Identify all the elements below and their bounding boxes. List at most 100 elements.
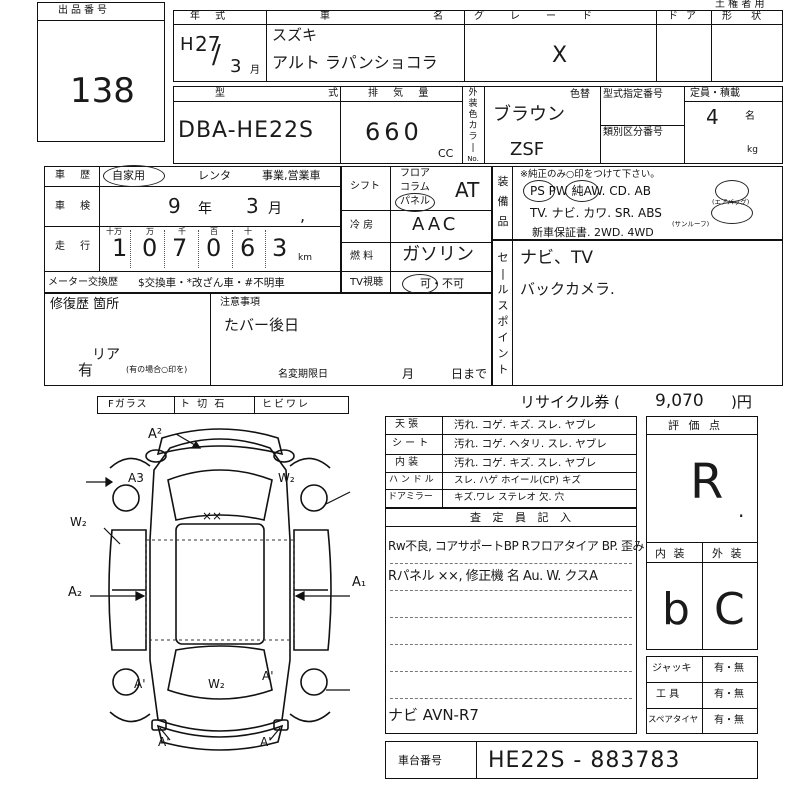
sales-point-label: セ|ルスポイント — [497, 251, 509, 376]
lot-box — [37, 2, 165, 142]
interior-ceiling-options: 汚れ. コゲ. キズ. スレ. ヤブレ — [454, 419, 597, 431]
repair-value: 有 — [78, 361, 94, 379]
chassis-value: HE22S - 883783 — [488, 748, 681, 773]
score-dot: . — [738, 498, 745, 522]
name-change-day: 日まで — [451, 367, 488, 381]
mark-w2-rear: W₂ — [208, 677, 225, 691]
shift-column: コラム — [400, 182, 430, 193]
mileage-digit-5: 6 — [240, 234, 256, 262]
ac-label: 冷 房 — [350, 220, 374, 231]
inspection-year-value: 9 — [168, 194, 181, 218]
mark-w2-front: W₂ — [278, 471, 295, 485]
mileage-digit-2: 0 — [142, 234, 158, 262]
mark-a1-rear-right: A' — [262, 669, 274, 683]
door-label: ドア — [668, 11, 704, 22]
inspection-month-unit: 月 — [268, 201, 282, 217]
year-label: 年 式 — [190, 11, 232, 22]
shift-label: シフト — [350, 181, 380, 192]
ps-circle — [523, 180, 555, 202]
month-unit: 月 — [250, 65, 260, 76]
recycle-label: リサイクル券 ( — [520, 393, 620, 411]
month-value: 3 — [230, 56, 242, 77]
jack-options: 有・無 — [714, 663, 744, 674]
color-change-label: 色替 — [570, 89, 590, 100]
chassis-label: 車台番号 — [398, 754, 442, 767]
glass-crack: ヒビワレ — [262, 399, 310, 410]
mileage-unit-1k: 千 — [178, 227, 186, 236]
color-value: ブラウン — [493, 104, 565, 125]
notes-label: 注意事項 — [220, 297, 260, 308]
jack-label: ジャッキ — [652, 663, 692, 674]
mileage-unit-km: km — [298, 253, 312, 263]
year-era: H — [180, 34, 194, 55]
inspection-label: 車 検 — [55, 201, 97, 212]
inspector-label: 査 定 員 記 入 — [470, 511, 575, 524]
tools-label: 工 具 — [656, 689, 680, 700]
capacity-value: 4 — [706, 105, 719, 129]
shift-panel-circle — [395, 193, 435, 212]
shift-floor: フロア — [400, 168, 430, 179]
inspection-mark: , — [300, 206, 306, 225]
exterior-score-value: C — [714, 584, 745, 635]
repair-note: (有の場合○印を) — [126, 365, 188, 374]
displacement-value: 660 — [365, 118, 423, 146]
equipment-line3: 新車保証書. 2WD. 4WD — [532, 226, 654, 239]
shift-value: AT — [455, 178, 480, 202]
glass-f: Fガラス — [108, 399, 148, 410]
owner-copy-label: 土 権 者 用 — [715, 0, 765, 10]
color-code-value: ZSF — [510, 139, 545, 160]
tv-options: 可・不可 — [420, 277, 464, 290]
history-rental: レンタ — [198, 169, 231, 182]
vehicle-info-box — [44, 166, 342, 293]
interior-trim-label: 内 装 — [395, 457, 419, 468]
inspection-year-unit: 年 — [198, 201, 212, 217]
type-designation-label: 型式指定番号 — [603, 89, 663, 100]
fuel-value: ガソリン — [402, 244, 474, 265]
mileage-digit-6: 3 — [272, 234, 288, 262]
repair-notes-box — [44, 293, 492, 386]
notes-value: たバー後日 — [224, 316, 300, 334]
ab-circle — [715, 180, 749, 202]
kg-unit: kg — [747, 145, 758, 155]
car-name-label: 車 名 — [320, 11, 494, 22]
row2-box — [173, 86, 783, 164]
year-slash: / — [212, 40, 221, 70]
meter-options: $交換車・*改ざん車・#不明車 — [138, 277, 285, 289]
inspection-month-value: 3 — [246, 194, 259, 218]
maker-value: スズキ — [272, 26, 318, 44]
sales-point-line1: ナビ、TV — [520, 248, 594, 268]
mileage-unit-10: 十 — [244, 227, 252, 236]
sales-point-box — [492, 240, 783, 386]
inspector-line1: Rw不良, コアサポートBP Rフロアタイア BP. 歪み — [388, 539, 644, 553]
grade-label: グレード — [474, 11, 618, 22]
interior-trim-options: 汚れ. コゲ. キズ. スレ. ヤブレ — [454, 457, 597, 469]
interior-score-label: 内 装 — [655, 547, 687, 560]
mark-a1-bottom-left: A' — [158, 735, 170, 749]
abs-circle — [711, 202, 753, 224]
lot-label: 出品番号 — [58, 5, 110, 16]
fuel-label: 燃 料 — [350, 251, 374, 262]
equipment-note: ※純正のみ○印をつけて下さい。 — [520, 169, 660, 180]
cc-unit: CC — [438, 147, 454, 160]
tools-options: 有・無 — [714, 689, 744, 700]
interior-handle-options: スレ. ハゲ ホイール(CP) キズ — [454, 475, 581, 486]
equipment-label: 装備品 — [497, 175, 509, 228]
recycle-suffix: )円 — [731, 393, 752, 411]
spare-tire-options: 有・無 — [714, 715, 744, 726]
year-value: 27 — [195, 32, 221, 56]
mark-a3: A3 — [128, 471, 144, 485]
car-diagram: A² W₂ A3 W₂ ×× A₂ A₁ A' W₂ A' A' A' — [68, 427, 366, 751]
mark-a1-right: A₁ — [352, 575, 366, 590]
history-business: 事業,営業車 — [262, 169, 321, 182]
displacement-label: 排 気 量 — [368, 88, 435, 99]
interior-box — [385, 416, 637, 508]
exterior-score-label: 外 装 — [712, 547, 744, 560]
model-value: アルト ラパンショコラ — [272, 53, 438, 72]
row1-box — [173, 10, 783, 82]
chassis-box — [385, 741, 758, 779]
capacity-label: 定員・積載 — [690, 88, 740, 99]
mark-a1-bottom-right: A' — [260, 735, 272, 749]
mileage-digit-4: 0 — [206, 234, 222, 262]
mileage-unit-10k: 万 — [146, 227, 154, 236]
inspector-line2: Rパネル ××, 修正機 名 Au. W. クスA — [388, 569, 598, 584]
